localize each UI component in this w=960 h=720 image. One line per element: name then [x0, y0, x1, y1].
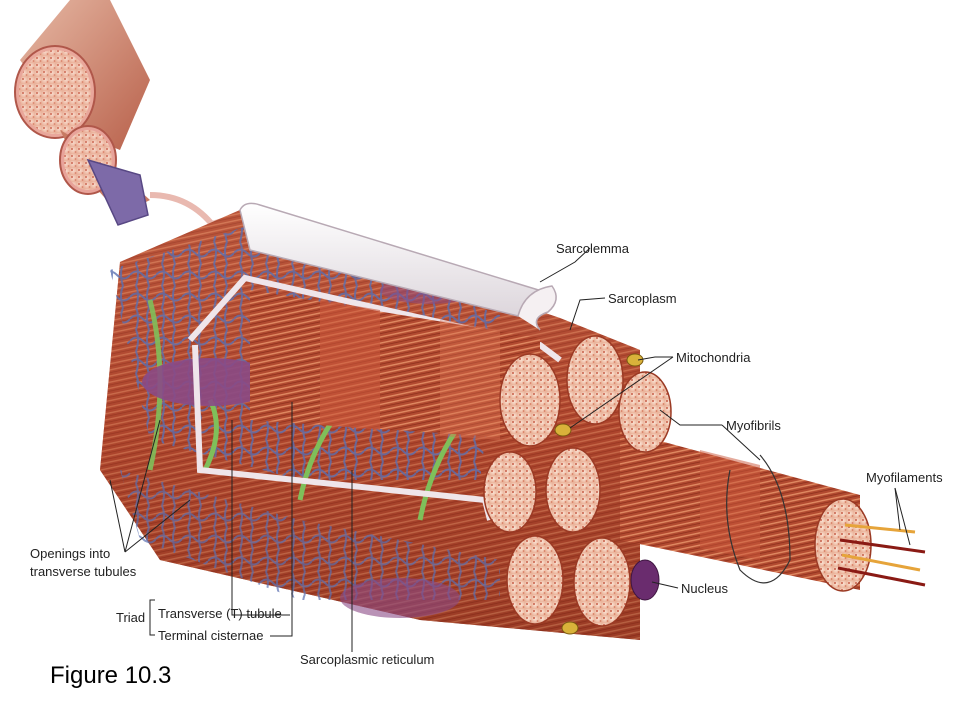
myofibril-bundle [250, 290, 540, 440]
labels: Sarcolemma Sarcoplasm Mitochondria Myofi… [30, 241, 943, 667]
myofilaments [837, 523, 926, 587]
label-sarcoplasmic-reticulum: Sarcoplasmic reticulum [300, 652, 434, 667]
myofibril-ends [483, 335, 672, 635]
label-openings-line2: transverse tubules [30, 564, 137, 579]
label-sarcolemma: Sarcolemma [556, 241, 630, 256]
label-myofibrils: Myofibrils [726, 418, 781, 433]
figure-caption: Figure 10.3 [50, 662, 172, 689]
label-terminal-cisternae: Terminal cisternae [158, 628, 264, 643]
label-triad: Triad [116, 610, 145, 625]
muscle-bundle-illustration [14, 0, 222, 240]
sarcolemma-membrane [187, 202, 562, 521]
protruding-myofibril [620, 430, 872, 592]
label-t-tubule: Transverse (T) tubule [158, 606, 282, 621]
label-myofilaments: Myofilaments [866, 470, 943, 485]
leader-lines [109, 247, 911, 652]
label-nucleus: Nucleus [681, 581, 728, 596]
label-sarcoplasm: Sarcoplasm [608, 291, 677, 306]
label-mitochondria: Mitochondria [676, 350, 751, 365]
label-openings-line1: Openings into [30, 546, 110, 561]
